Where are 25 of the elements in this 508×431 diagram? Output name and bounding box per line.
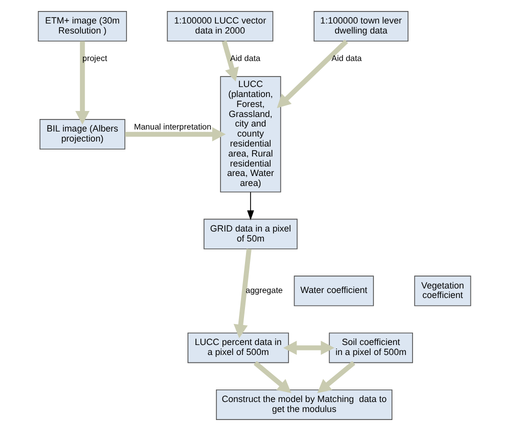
edge-label: Manual interpretation bbox=[133, 122, 211, 132]
arrow bbox=[282, 340, 334, 355]
arrow bbox=[74, 41, 90, 125]
edge-label: project bbox=[82, 54, 107, 63]
arrow bbox=[316, 360, 355, 394]
node-box: Construct the model by Matching data to get the modulus bbox=[215, 389, 392, 420]
node-box: BIL image (Albers projection) bbox=[39, 119, 125, 150]
node-box: LUCC percent data in a pixel of 500m bbox=[187, 332, 288, 364]
arrow bbox=[276, 39, 348, 108]
arrow bbox=[233, 248, 251, 338]
node-box: 1:100000 LUCC vector data in 2000 bbox=[166, 11, 273, 42]
node-box: Water coefficient bbox=[293, 276, 374, 306]
arrow bbox=[221, 40, 238, 82]
node-box: LUCC (plantation, Forest, Grassland, city and county residential area, Rural residential area, Water area) bbox=[220, 76, 281, 192]
node-box: 1:100000 town lever dwelling data bbox=[313, 11, 408, 42]
arrow bbox=[253, 360, 291, 394]
node-box: ETM+ image (30m Resolution ) bbox=[37, 11, 126, 42]
node-box: Soil coefficient in a pixel of 500m bbox=[328, 332, 412, 364]
arrow bbox=[124, 127, 226, 142]
arrow bbox=[246, 192, 254, 220]
node-box: GRID data in a pixel of 50m bbox=[203, 218, 298, 250]
edge-label: Aid data bbox=[331, 54, 362, 63]
edge-label: Aid data bbox=[230, 54, 260, 63]
node-box: Vegetation coefficient bbox=[414, 276, 471, 306]
edge-label: aggregate bbox=[245, 286, 282, 295]
